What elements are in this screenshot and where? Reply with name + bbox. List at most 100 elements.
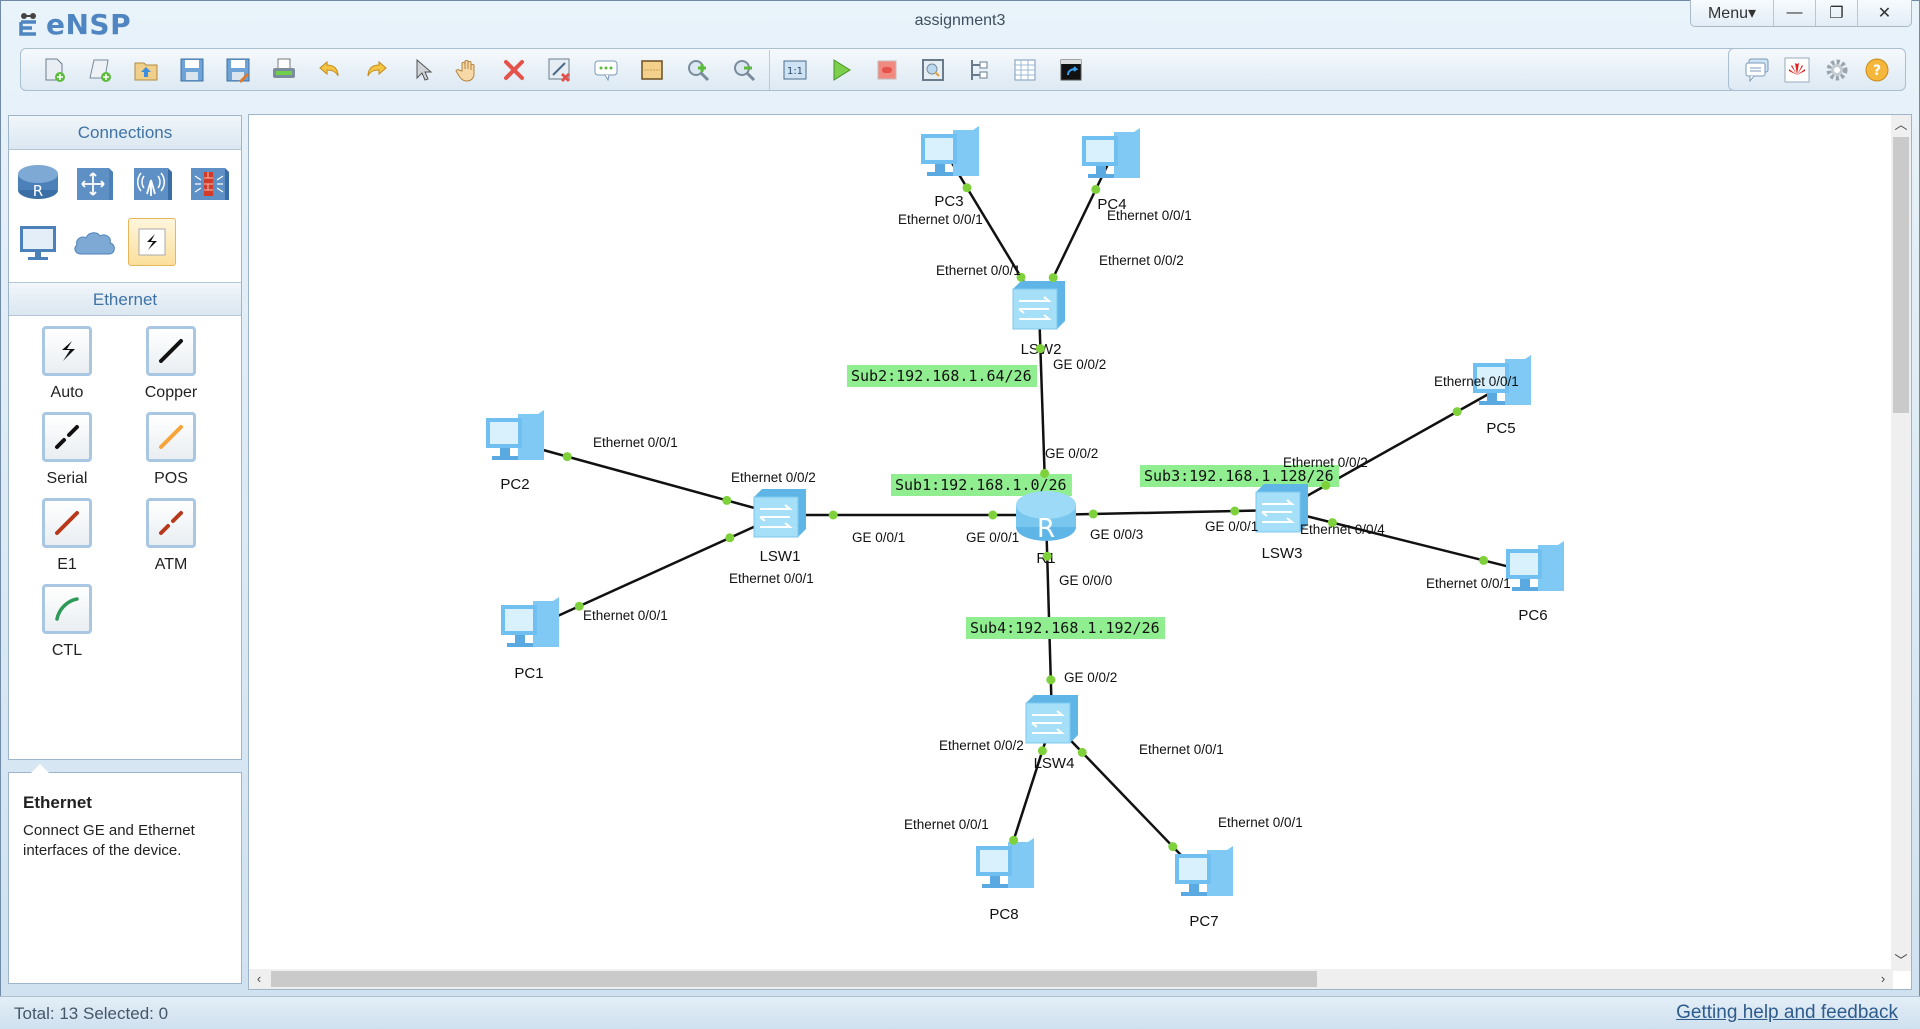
port-dot <box>1479 555 1489 565</box>
device-label: PC3 <box>934 193 963 210</box>
save-button[interactable] <box>169 52 215 88</box>
info-panel-pointer <box>31 764 49 773</box>
capture-button[interactable] <box>910 52 956 88</box>
device-pc5[interactable]: PC5 <box>1473 355 1531 437</box>
new-example-button[interactable] <box>77 52 123 88</box>
delete-link-button[interactable] <box>537 52 583 88</box>
help-feedback-link[interactable]: Getting help and feedback <box>1676 1002 1898 1023</box>
zoom-out-button[interactable] <box>721 52 767 88</box>
subnet-label-text: Sub4:192.168.1.192/26 <box>970 619 1160 637</box>
link-lsw1-pc2[interactable] <box>513 440 781 517</box>
device-label: PC2 <box>500 476 529 493</box>
pc-tower <box>518 410 544 460</box>
pc-base <box>982 884 1008 888</box>
device-pc7[interactable]: PC7 <box>1175 846 1233 930</box>
minimize-button[interactable]: — <box>1773 0 1815 26</box>
text-button[interactable] <box>583 52 629 88</box>
device-pc1[interactable]: PC1 <box>501 597 559 682</box>
huawei-button[interactable] <box>1777 52 1817 88</box>
pc-base <box>1181 892 1207 896</box>
device-type-connections[interactable] <box>128 218 176 266</box>
close-button[interactable]: ✕ <box>1857 0 1911 26</box>
huawei-logo-icon <box>1784 57 1810 82</box>
device-type-end-device[interactable] <box>14 218 62 266</box>
device-pc3[interactable]: PC3 <box>921 126 979 210</box>
feedback-button[interactable] <box>1737 52 1777 88</box>
cable-type-grid: Auto Copper Serial POS E1 ATM CTL <box>9 316 241 660</box>
scroll-left-icon[interactable]: ‹ <box>256 971 262 986</box>
device-pc8[interactable]: PC8 <box>976 838 1034 923</box>
scroll-right-icon[interactable]: › <box>1880 971 1886 986</box>
device-type-cloud[interactable] <box>71 218 119 266</box>
port-dot <box>1321 480 1331 490</box>
device-type-firewall[interactable] <box>185 158 233 206</box>
cable-serial[interactable]: Serial <box>17 412 117 488</box>
new-topology-button[interactable] <box>31 52 77 88</box>
subnet-label-bg <box>847 365 1037 387</box>
device-type-wireless[interactable] <box>128 158 176 206</box>
scroll-up-icon[interactable]: ︿ <box>1894 117 1908 132</box>
device-pc2[interactable]: PC2 <box>486 410 544 493</box>
horizontal-scrollbar[interactable]: ‹ › <box>249 969 1893 989</box>
save-as-button[interactable] <box>215 52 261 88</box>
cable-atm[interactable]: ATM <box>121 498 221 574</box>
device-type-router[interactable]: R <box>14 158 62 206</box>
restore-button[interactable]: ❐ <box>1815 0 1857 26</box>
device-type-switch[interactable] <box>71 158 119 206</box>
topology-button[interactable] <box>956 52 1002 88</box>
port-label: Ethernet 0/0/1 <box>593 435 678 450</box>
device-pc4[interactable]: PC4 <box>1082 128 1140 213</box>
menu-button[interactable]: Menu▾ <box>1707 5 1757 22</box>
redo-button[interactable] <box>353 52 399 88</box>
stop-device-button[interactable] <box>864 52 910 88</box>
pc-stand <box>1520 579 1530 587</box>
cable-auto[interactable]: Auto <box>17 326 117 402</box>
vertical-scrollbar[interactable]: ︿ ﹀ <box>1891 115 1911 971</box>
start-device-button[interactable] <box>818 52 864 88</box>
info-panel: Ethernet Connect GE and Ethernet interfa… <box>8 764 242 984</box>
help-button[interactable]: ? <box>1857 52 1897 88</box>
router-icon: R <box>18 165 58 200</box>
delete-button[interactable] <box>491 52 537 88</box>
horizontal-scroll-thumb[interactable] <box>271 971 1317 987</box>
device-lsw4[interactable]: LSW4 <box>1025 695 1078 772</box>
pc-tower <box>1505 355 1531 405</box>
port-label: Ethernet 0/0/2 <box>1099 253 1184 268</box>
link-lsw4-pc7[interactable] <box>1051 720 1204 879</box>
port-label: Ethernet 0/0/1 <box>1107 208 1192 223</box>
cable-e1[interactable]: E1 <box>17 498 117 574</box>
toolbar-separator <box>769 49 770 90</box>
palette-button[interactable] <box>629 52 675 88</box>
link-lsw3-pc6[interactable] <box>1281 508 1535 575</box>
grid-button[interactable] <box>1002 52 1048 88</box>
zoom-in-button[interactable] <box>675 52 721 88</box>
device-lsw1[interactable]: LSW1 <box>753 489 806 565</box>
device-r1[interactable]: RR1 <box>1016 491 1076 567</box>
settings-button[interactable] <box>1817 52 1857 88</box>
ctl-cable-icon <box>55 597 79 621</box>
cable-pos[interactable]: POS <box>121 412 221 488</box>
device-lsw2[interactable]: LSW2 <box>1012 281 1065 358</box>
device-pc6[interactable]: PC6 <box>1506 541 1564 624</box>
command-line-button[interactable] <box>1048 52 1094 88</box>
vertical-scroll-thumb[interactable] <box>1893 137 1909 413</box>
pc-screen <box>925 138 953 160</box>
cable-copper[interactable]: Copper <box>121 326 221 402</box>
pc-stand <box>990 876 1000 884</box>
drag-button[interactable] <box>445 52 491 88</box>
link-lsw3-pc5[interactable] <box>1281 385 1502 512</box>
cable-ctl[interactable]: CTL <box>17 584 117 660</box>
undo-button[interactable] <box>307 52 353 88</box>
info-description: Connect GE and Ethernet interfaces of th… <box>23 822 195 859</box>
scroll-down-icon[interactable]: ﹀ <box>1894 953 1908 968</box>
actual-size-button[interactable]: 1:1 <box>772 52 818 88</box>
link-r1-lsw3[interactable] <box>1045 508 1283 517</box>
device-lsw3[interactable]: LSW3 <box>1255 484 1308 562</box>
link-lsw1-pc1[interactable] <box>528 513 781 631</box>
port-dot <box>1230 506 1240 516</box>
print-button[interactable] <box>261 52 307 88</box>
open-button[interactable] <box>123 52 169 88</box>
select-button[interactable] <box>399 52 445 88</box>
cable-label: ATM <box>154 556 188 573</box>
